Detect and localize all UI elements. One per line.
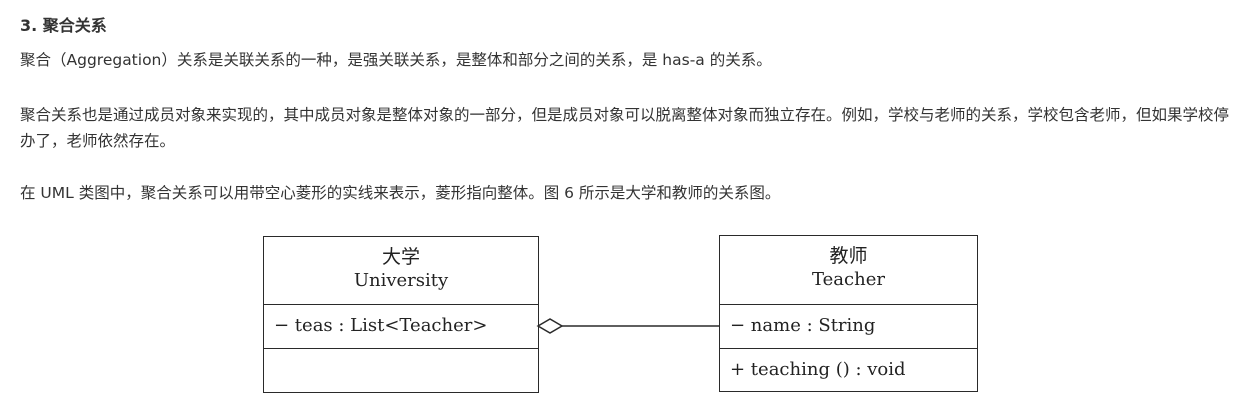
aggregation-connector [536,318,722,334]
class-name-compartment: 大学 University [264,237,538,305]
uml-class-teacher: 教师 Teacher − name : String + teaching ()… [719,235,978,392]
paragraph-explanation: 聚合关系也是通过成员对象来实现的，其中成员对象是整体对象的一部分，但是成员对象可… [20,106,1230,150]
attribute-name: − name : String [730,315,876,336]
attribute-teas: − teas : List<Teacher> [274,315,488,336]
attribute-compartment: − teas : List<Teacher> [264,305,538,349]
attribute-compartment: − name : String [720,305,977,349]
operation-compartment: + teaching () : void [720,349,977,391]
class-name-en: University [353,270,449,291]
uml-class-university: 大学 University − teas : List<Teacher> [263,236,539,393]
class-name-cn: 大学 [381,246,420,268]
paragraph-definition: 聚合（Aggregation）关系是关联关系的一种，是强关联关系，是整体和部分之… [20,51,772,69]
class-name-en: Teacher [812,269,885,290]
operation-teaching: + teaching () : void [730,359,906,380]
class-name-compartment: 教师 Teacher [720,236,977,305]
operation-compartment [264,349,538,392]
class-name-cn: 教师 [829,245,868,267]
hollow-diamond-icon [536,318,564,334]
paragraph-uml-notation: 在 UML 类图中，聚合关系可以用带空心菱形的实线来表示，菱形指向整体。图 6 … [20,184,781,202]
section-heading: 3. 聚合关系 [20,16,107,35]
